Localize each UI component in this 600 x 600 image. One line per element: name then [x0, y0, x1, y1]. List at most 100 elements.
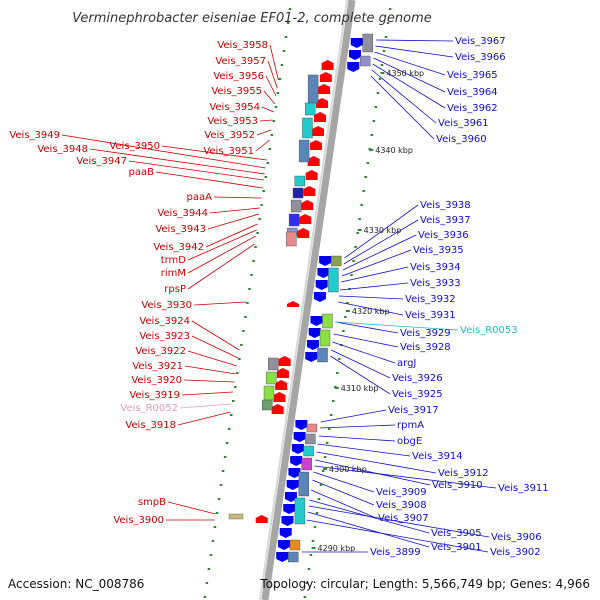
gene-label-right: Veis_3912 — [438, 468, 489, 479]
reverse-gene-box — [306, 423, 318, 433]
forward-gene — [321, 60, 334, 70]
tick-dot — [372, 120, 376, 122]
gene-label-right: Veis_3966 — [455, 52, 506, 63]
tick-dot — [248, 288, 251, 290]
tick-dot — [325, 442, 329, 444]
gene-label-right: Veis_3965 — [447, 70, 498, 81]
leader-line — [167, 501, 216, 515]
leader-line — [317, 443, 411, 457]
leader-line — [320, 409, 387, 423]
gene-label-right: Veis_3931 — [405, 310, 456, 321]
leader-line — [205, 223, 258, 248]
gene-label-right: Veis_3925 — [392, 389, 443, 400]
gene-label-right: Veis_3935 — [413, 245, 464, 256]
leader-line — [193, 301, 247, 306]
forward-gene — [303, 186, 316, 196]
gene-label-right: Veis_3906 — [491, 532, 542, 543]
leader-line — [339, 295, 404, 300]
leader-line — [187, 235, 256, 274]
forward-gene — [271, 404, 284, 414]
leader-line — [187, 229, 257, 261]
tick-dot — [260, 204, 263, 206]
tick-dot — [303, 596, 307, 598]
forward-gene-box — [265, 371, 277, 385]
leader-line — [187, 350, 238, 367]
tick-dot — [225, 442, 229, 444]
gene-label-right: Veis_3917 — [388, 405, 439, 416]
kbp-label: 4310 kbp — [341, 384, 379, 393]
tick-dot — [256, 232, 259, 234]
forward-gene — [276, 368, 289, 378]
gene-label-right: Veis_3933 — [410, 278, 461, 289]
reverse-gene — [281, 516, 294, 526]
leader-line — [331, 349, 391, 379]
leader-line — [376, 39, 454, 42]
reverse-gene — [310, 316, 323, 326]
gene-label-left: Veis_3923 — [139, 331, 190, 342]
gene-label-left: Veis_3930 — [141, 300, 192, 311]
genome-backbone — [259, 0, 356, 600]
leader-line — [338, 301, 404, 316]
gene-label-left: Veis_3921 — [132, 361, 183, 372]
gene-label-right: Veis_3932 — [405, 294, 456, 305]
leader-line — [318, 435, 396, 442]
leader-line — [375, 45, 454, 58]
gene-label-right: Veis_3938 — [420, 200, 471, 211]
gene-label-left: Veis_3918 — [125, 420, 176, 431]
forward-gene — [309, 140, 322, 150]
tick-dot — [262, 190, 265, 192]
gene-label-left: Veis_3956 — [213, 71, 264, 82]
tick-dot — [313, 526, 317, 528]
forward-gene-box — [288, 213, 300, 227]
tick-dot — [338, 358, 341, 360]
reverse-gene-box — [305, 433, 316, 445]
reverse-gene-box — [319, 329, 331, 347]
tick-dot — [282, 50, 286, 52]
tick-dot — [311, 540, 315, 542]
tick-dot — [250, 274, 253, 276]
gene-label-right: Veis_3934 — [410, 262, 461, 273]
gene-label-right: Veis_3901 — [431, 542, 482, 553]
tick-dot — [221, 470, 225, 472]
tick-dot — [305, 582, 309, 584]
gene-label-right: Veis_3902 — [490, 547, 541, 558]
leader-line — [341, 266, 409, 283]
kbp-label: 4300 kbp — [329, 465, 367, 474]
leader-line — [339, 282, 409, 291]
tick-dot — [286, 22, 290, 24]
forward-gene-box — [263, 385, 275, 401]
gene-label-right: obgE — [397, 436, 422, 447]
gene-label-left: Veis_3919 — [129, 390, 180, 401]
tick-dot — [342, 330, 345, 332]
forward-gene-box — [294, 175, 305, 187]
leader-line — [307, 511, 430, 548]
leader-line — [259, 119, 273, 122]
leader-line — [306, 519, 489, 553]
leader-line — [177, 411, 231, 426]
leader-line — [191, 320, 240, 351]
tick-dot — [317, 498, 321, 500]
gene-label-left: Veis_3950 — [109, 141, 160, 152]
tick-dot — [288, 8, 292, 10]
tick-dot — [209, 554, 213, 556]
tick-dot — [284, 36, 288, 38]
leader-line — [314, 465, 497, 489]
gene-label-left: trmD — [161, 255, 187, 266]
gene-label-left: paaA — [187, 192, 213, 203]
forward-gene — [255, 515, 268, 523]
gene-label-right: Veis_3967 — [455, 36, 506, 47]
reverse-gene — [305, 352, 318, 362]
tick-dot — [350, 274, 353, 276]
accession-text: Accession: NC_008786 — [8, 577, 144, 591]
tick-dot — [307, 568, 311, 570]
gene-label-left: smpB — [138, 497, 166, 508]
leader-line — [335, 321, 399, 334]
tick-dot — [207, 568, 211, 570]
leader-line — [315, 459, 431, 486]
leader-line — [61, 134, 266, 169]
gene-label-left: Veis_3900 — [113, 515, 164, 526]
reverse-gene — [347, 62, 360, 72]
tick-dot — [268, 148, 272, 150]
